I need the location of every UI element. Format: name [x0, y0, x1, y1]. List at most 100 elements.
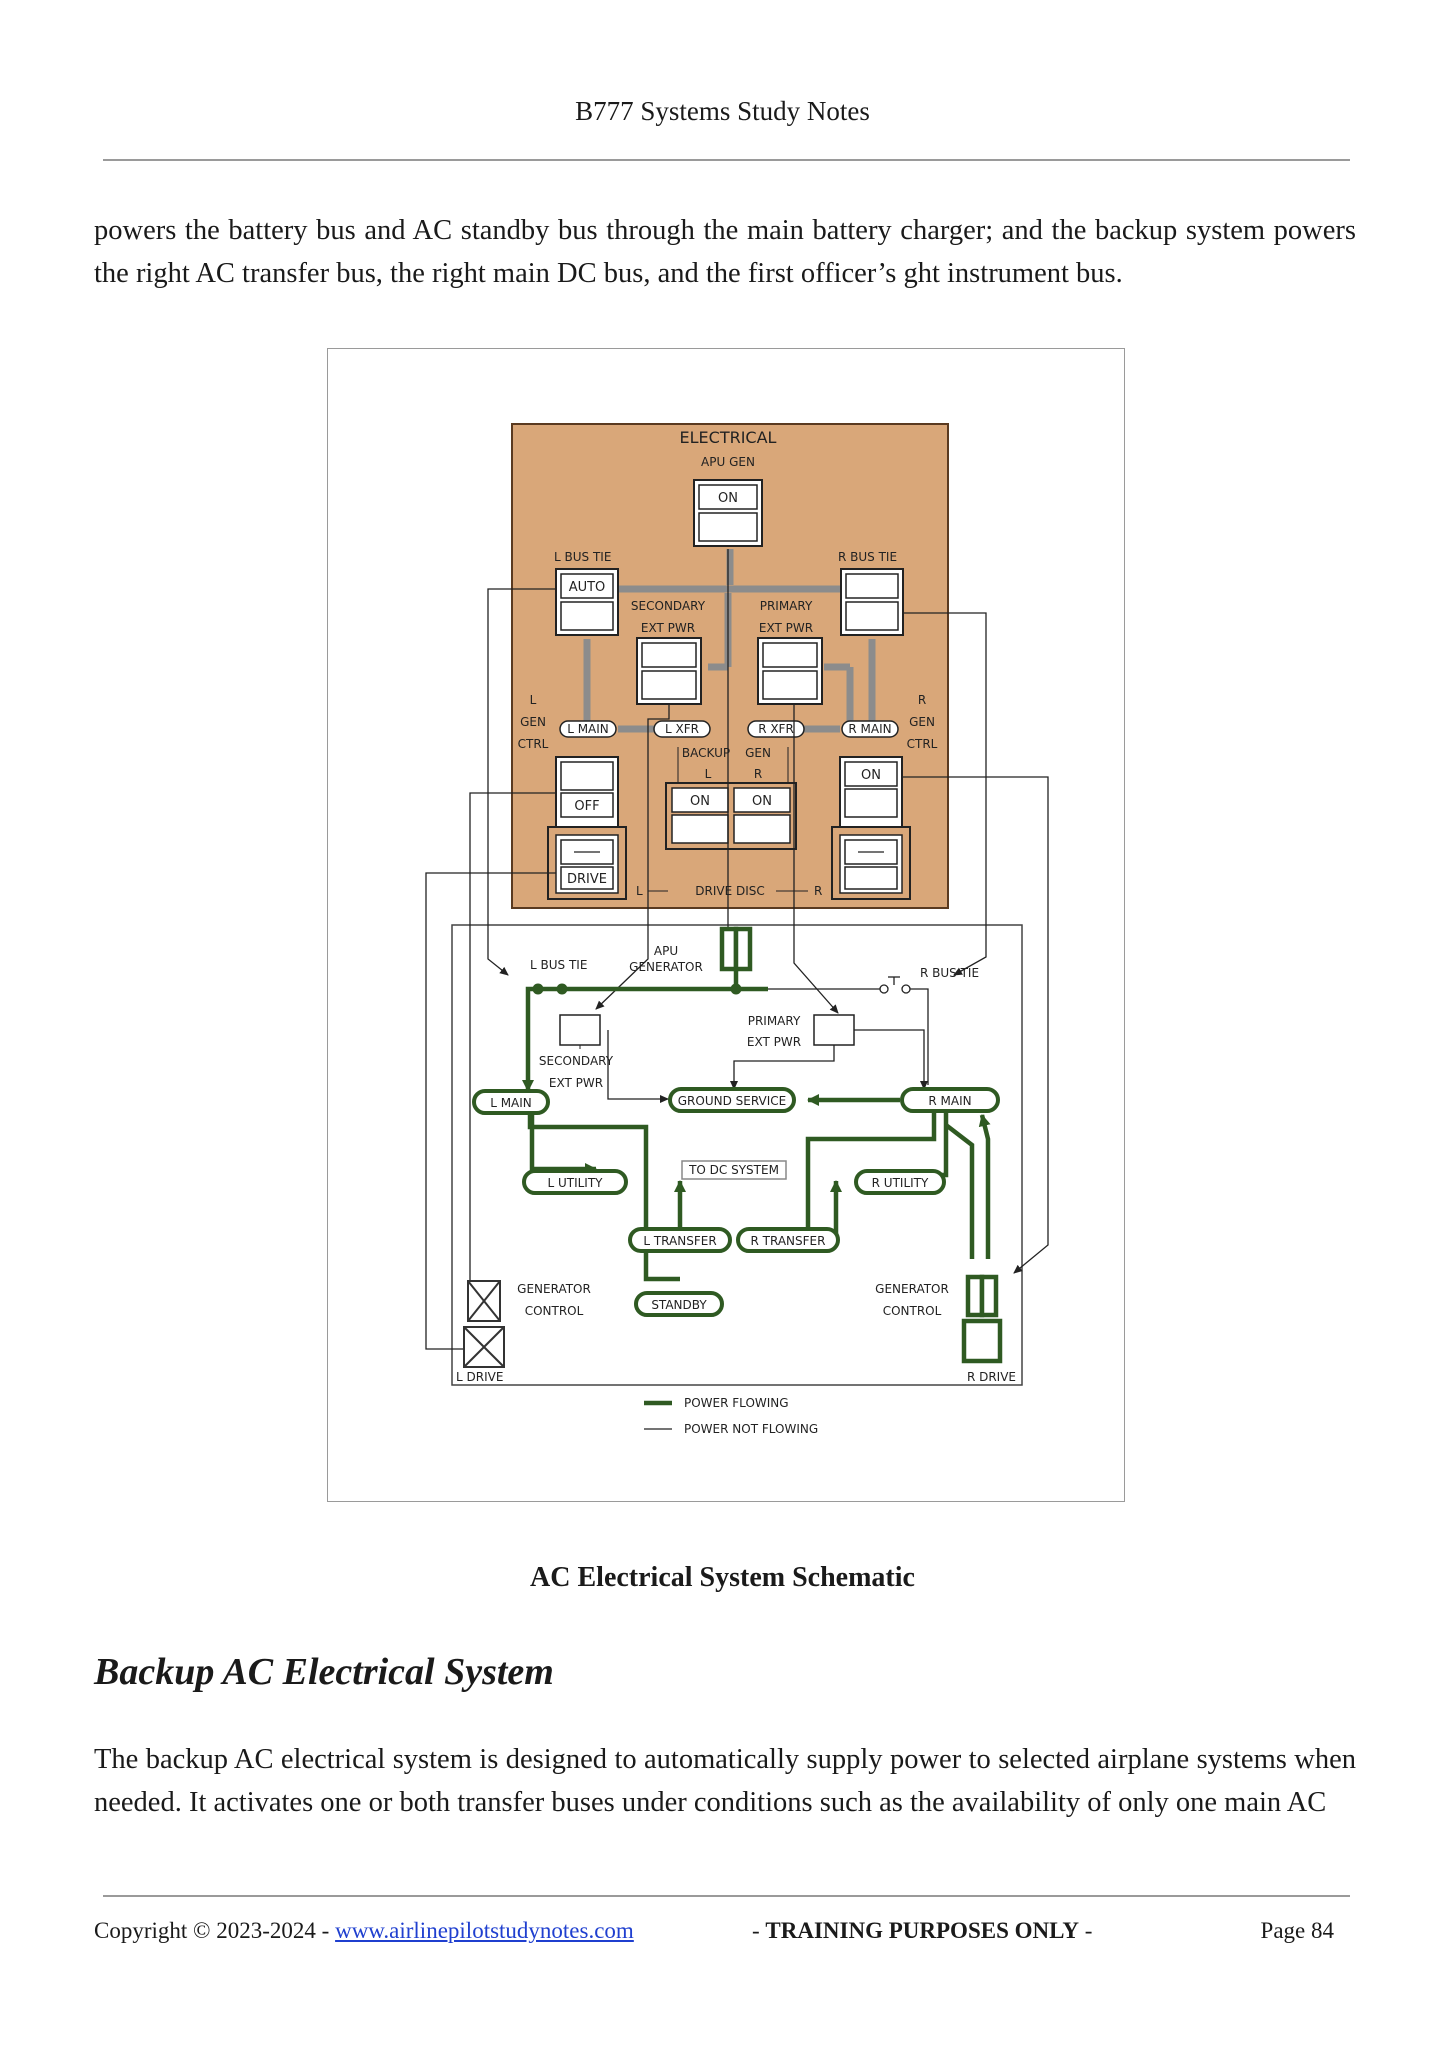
l-gen-ctrl-2: GEN	[520, 715, 546, 729]
site-link[interactable]: www.airlinepilotstudynotes.com	[335, 1918, 634, 1943]
gen-control-r-2: CONTROL	[883, 1304, 942, 1318]
sch-pri-ext-1: PRIMARY	[748, 1014, 801, 1028]
svg-text:TO DC SYSTEM: TO DC SYSTEM	[688, 1163, 779, 1177]
gen-control-l-2: CONTROL	[525, 1304, 584, 1318]
page-number: Page 84	[1260, 1918, 1334, 1943]
sch-l-bus-tie: L BUS TIE	[530, 958, 587, 972]
pri-ext-lines	[730, 1029, 928, 1090]
drive-disc-label: DRIVE DISC	[695, 884, 765, 898]
l-drive-state: DRIVE	[567, 872, 607, 887]
header-rule	[103, 159, 1350, 161]
gen-control-l-1: GENERATOR	[517, 1282, 591, 1296]
r-utility-bus: R UTILITY	[854, 1169, 946, 1195]
svg-text:L XFR: L XFR	[665, 722, 699, 736]
training-text: TRAINING PURPOSES ONLY	[765, 1918, 1079, 1943]
junction-dot-2	[556, 983, 568, 995]
r-gen-ctrl-2: GEN	[909, 715, 935, 729]
l-generator-symbol	[463, 1280, 505, 1368]
apu-gen-state: ON	[718, 491, 738, 506]
panel-r-xfr-pill: R XFR	[747, 720, 805, 738]
r-main-bus: R MAIN	[900, 1087, 1000, 1113]
panel-l-xfr-pill: L XFR	[653, 720, 711, 738]
svg-text:R UTILITY: R UTILITY	[872, 1176, 929, 1190]
svg-text:L TRANSFER: L TRANSFER	[643, 1234, 716, 1248]
intro-paragraph: powers the battery bus and AC standby bu…	[94, 215, 1356, 289]
l-utility-bus: L UTILITY	[522, 1169, 628, 1195]
backup-gen-r-switch[interactable]: ON	[733, 787, 791, 844]
ac-electrical-schematic: ELECTRICAL APU GEN ON L BUS TIE AUTO R B…	[425, 423, 1049, 1436]
panel-title: ELECTRICAL	[680, 428, 777, 447]
page-footer: Copyright © 2023-2024 - www.airlinepilot…	[94, 1918, 1356, 1950]
sec-ext-to-ground	[607, 1030, 669, 1103]
gen-label: GEN	[745, 746, 771, 760]
training-prefix: -	[752, 1918, 766, 1943]
copyright-text: Copyright © 2023-2024 -	[94, 1918, 336, 1943]
sch-primary-ext-pwr-box	[813, 1014, 855, 1046]
l-drive-label: L DRIVE	[456, 1370, 503, 1384]
l-gen-ctrl-switch[interactable]: OFF	[555, 756, 619, 830]
legend-not-flowing-label: POWER NOT FLOWING	[684, 1422, 818, 1436]
primary-ext-pwr-switch[interactable]	[757, 637, 823, 705]
copyright: Copyright © 2023-2024 - www.airlinepilot…	[94, 1918, 634, 1944]
svg-text:L MAIN: L MAIN	[490, 1096, 532, 1110]
drive-disc-r: R	[814, 884, 822, 898]
apu-label-2: GENERATOR	[629, 960, 703, 974]
svg-text:R MAIN: R MAIN	[848, 722, 891, 736]
r-generator-symbol	[961, 1274, 1003, 1364]
ground-service-bus: GROUND SERVICE	[668, 1087, 796, 1113]
sch-r-bus-tie: R BUS TIE	[920, 966, 979, 980]
standby-bus: STANDBY	[634, 1291, 724, 1317]
l-drive-disc-switch[interactable]: DRIVE	[547, 826, 627, 900]
l-bus-tie-switch[interactable]: AUTO	[555, 568, 619, 636]
figure-caption: AC Electrical System Schematic	[530, 1562, 915, 1593]
l-bus-tie-label: L BUS TIE	[554, 550, 611, 564]
body-paragraph: The backup AC electrical system is desig…	[94, 1744, 1356, 1818]
l-gen-ctrl-1: L	[530, 693, 537, 707]
r-bus-tie-switch[interactable]	[840, 568, 904, 636]
apu-gen-switch[interactable]: ON	[693, 479, 763, 547]
svg-text:R MAIN: R MAIN	[928, 1094, 971, 1108]
sch-sec-ext-2: EXT PWR	[549, 1076, 603, 1090]
svg-text:R TRANSFER: R TRANSFER	[751, 1234, 826, 1248]
svg-text:GROUND SERVICE: GROUND SERVICE	[678, 1094, 787, 1108]
backup-l-label: L	[705, 767, 712, 781]
r-drive-label: R DRIVE	[967, 1370, 1016, 1384]
l-gen-state: OFF	[574, 799, 599, 814]
footer-rule	[103, 1895, 1350, 1897]
apu-gen-label: APU GEN	[701, 455, 755, 469]
r-bus-tie-label: R BUS TIE	[838, 550, 897, 564]
svg-text:STANDBY: STANDBY	[651, 1298, 707, 1312]
r-gen-ctrl-3: CTRL	[907, 737, 938, 751]
sch-pri-ext-2: EXT PWR	[747, 1035, 801, 1049]
r-transfer-bus: R TRANSFER	[736, 1227, 840, 1253]
l-bus-tie-state: AUTO	[569, 580, 606, 595]
junction-dot-1	[532, 983, 544, 995]
r-gen-ctrl-1: R	[918, 693, 926, 707]
l-main-bus: L MAIN	[472, 1089, 550, 1115]
r-gen-state: ON	[861, 768, 881, 783]
backup-r-label: R	[754, 767, 762, 781]
svg-text:R XFR: R XFR	[758, 722, 794, 736]
schematic-figure: ELECTRICAL APU GEN ON L BUS TIE AUTO R B…	[327, 348, 1125, 1502]
r-drive-disc-switch[interactable]	[831, 826, 911, 900]
r-gen-ctrl-switch[interactable]: ON	[839, 756, 903, 830]
junction-dot-3	[730, 983, 742, 995]
backup-l-state: ON	[690, 794, 710, 809]
drive-disc-l: L	[636, 884, 643, 898]
sch-sec-ext-1: SECONDARY	[539, 1054, 614, 1068]
training-notice: - TRAINING PURPOSES ONLY -	[752, 1918, 1092, 1944]
l-gen-ctrl-3: CTRL	[518, 737, 549, 751]
to-dc-system-box: TO DC SYSTEM	[681, 1160, 787, 1180]
backup-r-state: ON	[752, 794, 772, 809]
secondary-ext-pwr-switch[interactable]	[636, 637, 702, 705]
training-suffix: -	[1078, 1918, 1093, 1943]
pri-ext-pwr-label-1: PRIMARY	[760, 599, 813, 613]
backup-gen-l-switch[interactable]: ON	[671, 787, 729, 844]
sec-ext-pwr-label-1: SECONDARY	[631, 599, 706, 613]
svg-text:L UTILITY: L UTILITY	[547, 1176, 603, 1190]
gen-control-r-1: GENERATOR	[875, 1282, 949, 1296]
backup-label: BACKUP	[682, 746, 730, 760]
r-bus-tie-contactor	[768, 976, 929, 1085]
schematic-frame	[451, 924, 1023, 1386]
sch-secondary-ext-pwr-box	[559, 1014, 601, 1046]
